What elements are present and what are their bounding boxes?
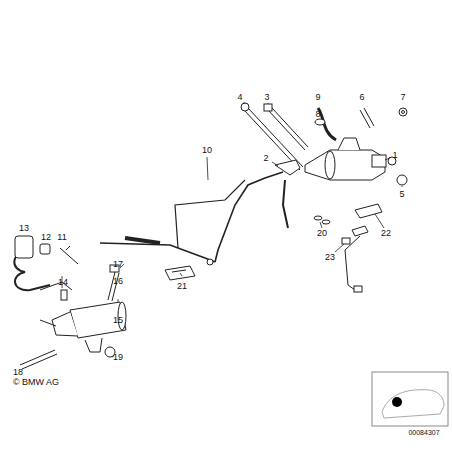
callout-number: 18 bbox=[13, 367, 23, 377]
callout-number: 17 bbox=[113, 259, 123, 269]
callout-number: 16 bbox=[113, 276, 123, 286]
callout-number: 7 bbox=[400, 92, 405, 102]
callout-number: 5 bbox=[399, 189, 404, 199]
callout-number: 22 bbox=[381, 228, 391, 238]
copyright-note: 00084307 bbox=[408, 429, 439, 437]
callout-number: 1 bbox=[392, 150, 397, 160]
callout-number: 6 bbox=[359, 92, 364, 102]
callout-number: 21 bbox=[177, 281, 187, 291]
callout-number: 20 bbox=[317, 228, 327, 238]
callout-number: 12 bbox=[41, 232, 51, 242]
callout-number: 23 bbox=[325, 252, 335, 262]
copyright-note: © BMW AG bbox=[13, 377, 59, 387]
callout-number: 3 bbox=[264, 92, 269, 102]
callout-number: 2 bbox=[263, 153, 268, 163]
callout-number: 13 bbox=[19, 223, 29, 233]
callout-number: 15 bbox=[113, 315, 123, 325]
callout-number: 9 bbox=[315, 92, 320, 102]
callout-number: 4 bbox=[237, 92, 242, 102]
callout-number: 10 bbox=[202, 145, 212, 155]
callout-number: 19 bbox=[113, 352, 123, 362]
callout-number: 14 bbox=[58, 277, 68, 287]
callout-number: 8 bbox=[315, 109, 320, 119]
callout-number: 11 bbox=[57, 232, 66, 242]
